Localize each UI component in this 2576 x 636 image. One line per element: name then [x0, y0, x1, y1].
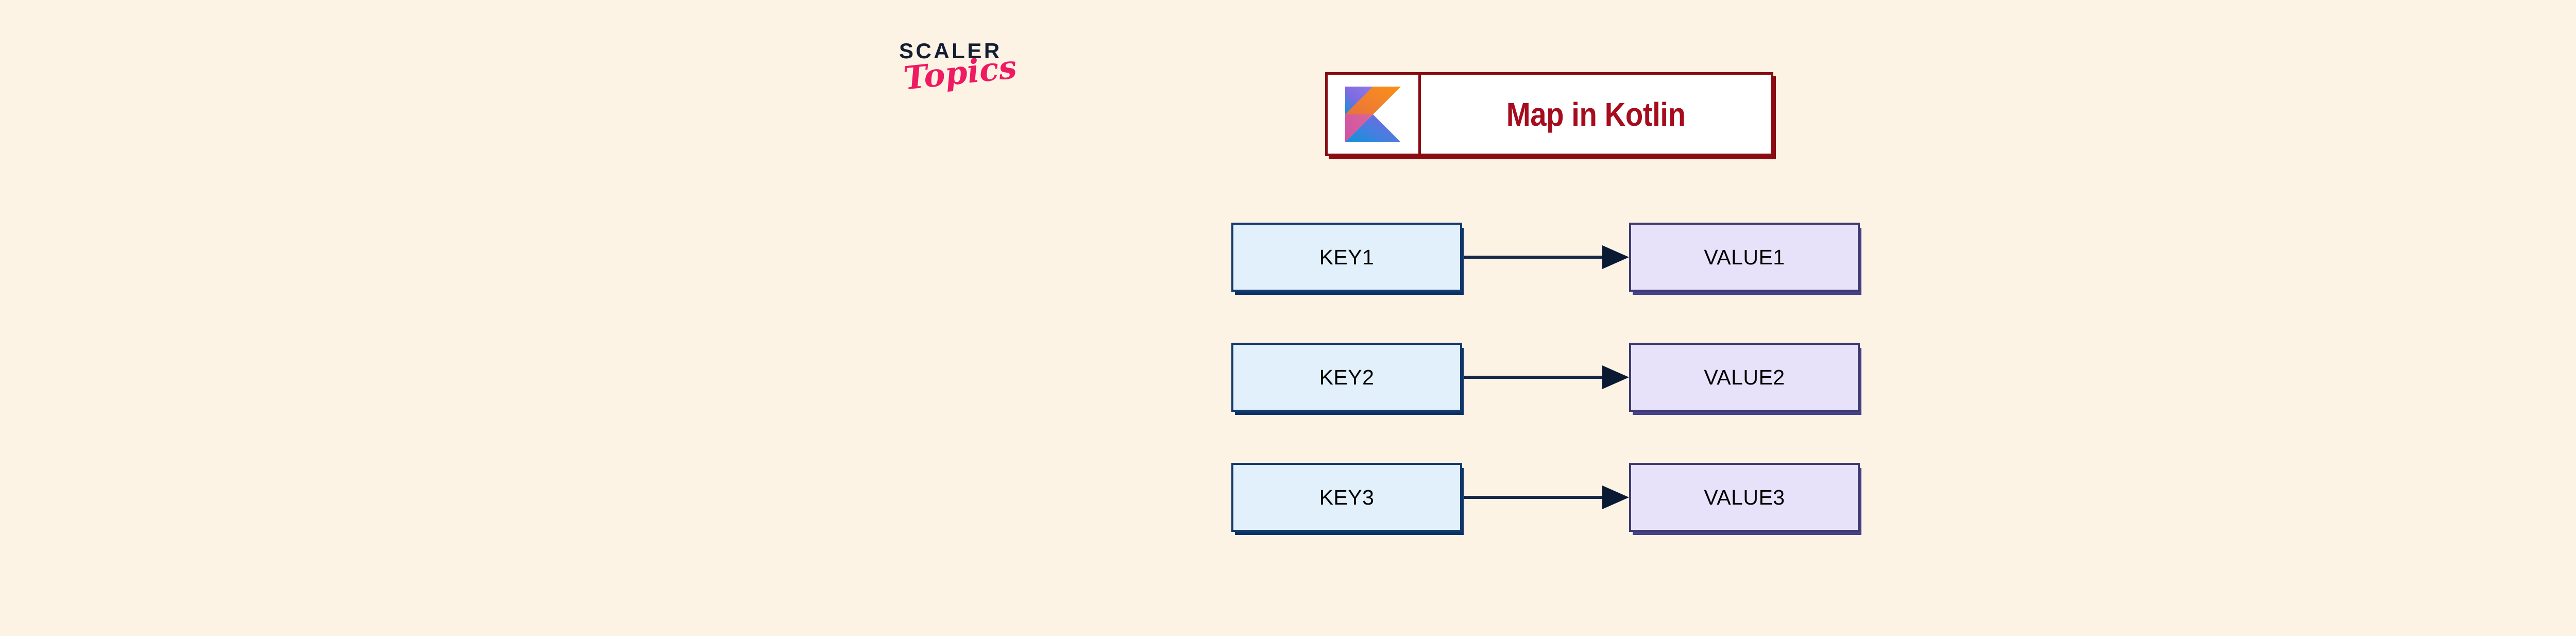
- title-banner: Map in Kotlin: [1325, 72, 1773, 156]
- mapping-arrow-3: [1464, 463, 1629, 532]
- scaler-topics-logo: SCALER Topics: [899, 40, 1054, 123]
- value-box-3: VALUE3: [1629, 463, 1860, 532]
- kotlin-logo-icon: [1345, 86, 1401, 142]
- banner-title-cell: Map in Kotlin: [1421, 75, 1771, 154]
- banner-logo-cell: [1328, 75, 1421, 154]
- map-entry-row: KEY2 VALUE2: [1231, 343, 1870, 415]
- mapping-arrow-1: [1464, 223, 1629, 292]
- key-box-1: KEY1: [1231, 223, 1462, 292]
- mapping-arrow-2: [1464, 343, 1629, 412]
- value-box-2: VALUE2: [1629, 343, 1860, 412]
- value-box-1: VALUE1: [1629, 223, 1860, 292]
- key-box-2: KEY2: [1231, 343, 1462, 412]
- map-entry-row: KEY1 VALUE1: [1231, 223, 1870, 295]
- key-value-map-diagram: KEY1 VALUE1 KEY2 VALUE2 KEY3: [1231, 223, 1870, 563]
- page-title: Map in Kotlin: [1506, 95, 1686, 133]
- key-box-3: KEY3: [1231, 463, 1462, 532]
- brand-wordmark: SCALER: [899, 39, 1002, 63]
- map-entry-row: KEY3 VALUE3: [1231, 463, 1870, 535]
